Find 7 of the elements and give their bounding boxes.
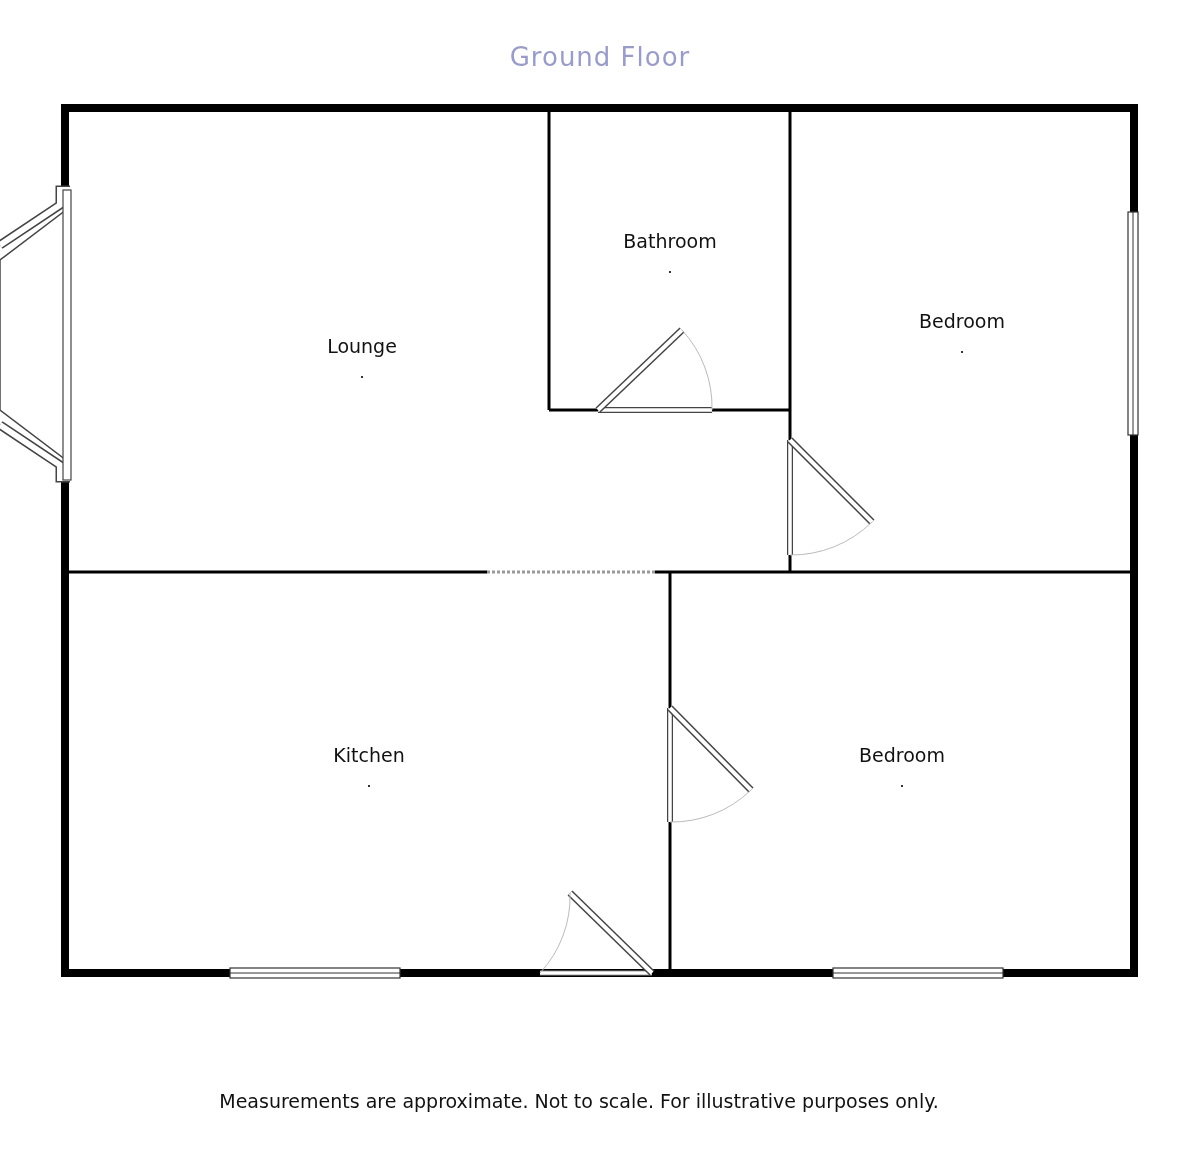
room-label: Lounge [326, 335, 398, 357]
disclaimer-note: Measurements are approximate. Not to scale. For illustrative purposes only. [218, 1090, 940, 1112]
room-label: Bedroom [858, 744, 946, 766]
floor-title: Ground Floor [508, 42, 692, 72]
room-label: Bedroom [918, 310, 1006, 332]
room-label: Bathroom [622, 230, 718, 252]
room-label: Kitchen [332, 744, 406, 766]
